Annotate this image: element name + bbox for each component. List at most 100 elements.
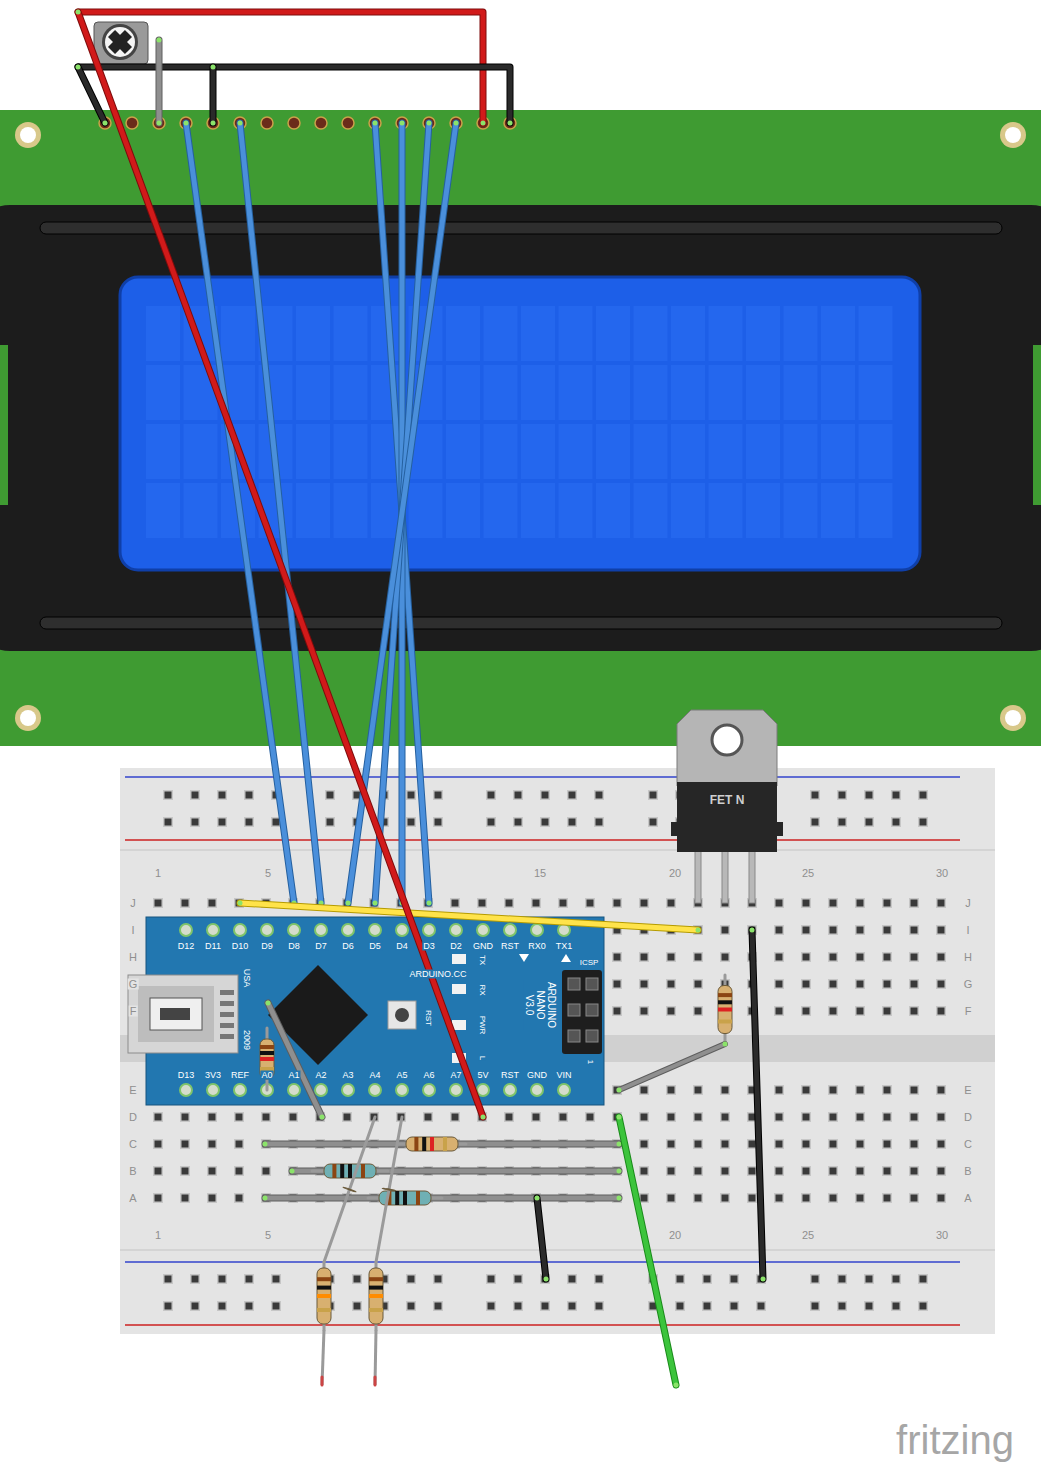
breadboard-hole xyxy=(810,1301,820,1311)
breadboard-hole xyxy=(830,1114,837,1121)
wire-core xyxy=(240,903,698,930)
resistor-band xyxy=(403,1191,407,1205)
breadboard-hole xyxy=(803,1087,810,1094)
breadboard-hole xyxy=(837,817,847,827)
character-cell xyxy=(146,483,180,538)
breadboard-hole xyxy=(722,1141,729,1148)
jumper-wire xyxy=(211,65,216,126)
board-text: USA xyxy=(242,968,251,989)
breadboard-hole xyxy=(479,900,486,907)
resistor-band xyxy=(416,1191,420,1205)
breadboard-hole xyxy=(540,1301,550,1311)
breadboard-hole xyxy=(837,1274,847,1284)
usb-pin xyxy=(220,1034,234,1039)
jumper-wire xyxy=(535,1196,549,1282)
wire-end xyxy=(211,65,216,70)
nano-pin xyxy=(504,1084,516,1096)
pin-label: A4 xyxy=(368,1071,381,1080)
resistor-band xyxy=(340,1164,344,1178)
breadboard-hole xyxy=(192,1276,199,1283)
breadboard-hole xyxy=(639,898,649,908)
resistor-band xyxy=(260,1057,274,1061)
column-number: 25 xyxy=(801,868,815,879)
resistor-body xyxy=(343,1187,357,1193)
breadboard-hole xyxy=(209,1168,216,1175)
wire-outline xyxy=(210,67,217,123)
breadboard-hole xyxy=(594,817,604,827)
nano-pin xyxy=(396,1084,408,1096)
wire-core xyxy=(78,12,483,1117)
breadboard-hole xyxy=(938,1195,945,1202)
breadboard-hole xyxy=(650,819,657,826)
breadboard-hole xyxy=(263,1114,270,1121)
breadboard-hole xyxy=(911,1087,918,1094)
breadboard-hole xyxy=(209,1114,216,1121)
row-letter: D xyxy=(963,1112,973,1123)
breadboard-hole xyxy=(513,790,523,800)
usb-connector xyxy=(150,998,202,1030)
breadboard-hole xyxy=(182,1114,189,1121)
character-cell xyxy=(596,424,630,479)
breadboard-hole xyxy=(246,1303,253,1310)
breadboard-hole xyxy=(938,1114,945,1121)
character-cell xyxy=(296,306,330,361)
breadboard-hole xyxy=(612,1006,622,1016)
marker-triangle xyxy=(561,954,571,962)
power-rail-line xyxy=(125,839,960,841)
breadboard-hole xyxy=(774,898,784,908)
button-label: RST xyxy=(424,1009,432,1027)
row-letter: J xyxy=(129,898,137,909)
pin-one-mark: 1 xyxy=(586,1059,594,1065)
breadboard-hole xyxy=(704,1303,711,1310)
fet-leg xyxy=(722,850,728,903)
nano-pin xyxy=(342,924,354,936)
icsp-pin xyxy=(586,978,598,990)
breadboard-hole xyxy=(209,900,216,907)
breadboard-hole xyxy=(837,1301,847,1311)
resistor-band xyxy=(718,1020,732,1024)
wire-end xyxy=(76,10,81,15)
character-cell xyxy=(671,306,705,361)
wire-outline xyxy=(752,930,763,1279)
character-cell xyxy=(334,483,368,538)
jumper-wire xyxy=(750,928,766,1282)
breadboard-hole xyxy=(542,819,549,826)
resistors xyxy=(260,975,732,1330)
breadboard-hole xyxy=(408,1276,415,1283)
character-cell xyxy=(784,306,818,361)
breadboard-hole xyxy=(486,1274,496,1284)
breadboard-hole xyxy=(666,1085,676,1095)
breadboard-hole xyxy=(864,817,874,827)
character-cell xyxy=(146,424,180,479)
pot-knob xyxy=(105,27,135,57)
breadboard-hole xyxy=(882,925,892,935)
pot-body xyxy=(94,22,148,64)
breadboard-hole xyxy=(911,1141,918,1148)
resistor-symbol xyxy=(368,1191,442,1205)
breadboard-hole xyxy=(839,792,846,799)
breadboard-hole xyxy=(695,1195,702,1202)
breadboard-hole xyxy=(666,1006,676,1016)
breadboard-hole xyxy=(801,1085,811,1095)
breadboard-hole xyxy=(695,1168,702,1175)
character-cell xyxy=(821,306,855,361)
character-cell xyxy=(559,424,593,479)
character-cell xyxy=(784,483,818,538)
breadboard-hole xyxy=(513,817,523,827)
breadboard-hole xyxy=(585,1112,595,1122)
nano-pin xyxy=(423,924,435,936)
resistor-band xyxy=(430,1137,434,1151)
nano-pin xyxy=(369,1084,381,1096)
breadboard-hole xyxy=(884,1114,891,1121)
breadboard-hole xyxy=(758,1303,765,1310)
breadboard-hole xyxy=(695,954,702,961)
character-cell xyxy=(821,365,855,420)
led-label: TX xyxy=(478,954,486,966)
breadboard-hole xyxy=(612,979,622,989)
breadboard-hole xyxy=(486,1301,496,1311)
header-pin xyxy=(315,117,327,129)
breadboard-hole xyxy=(236,1195,243,1202)
nano-pin xyxy=(315,924,327,936)
breadboard-hole xyxy=(909,925,919,935)
usb-pin xyxy=(220,990,234,995)
